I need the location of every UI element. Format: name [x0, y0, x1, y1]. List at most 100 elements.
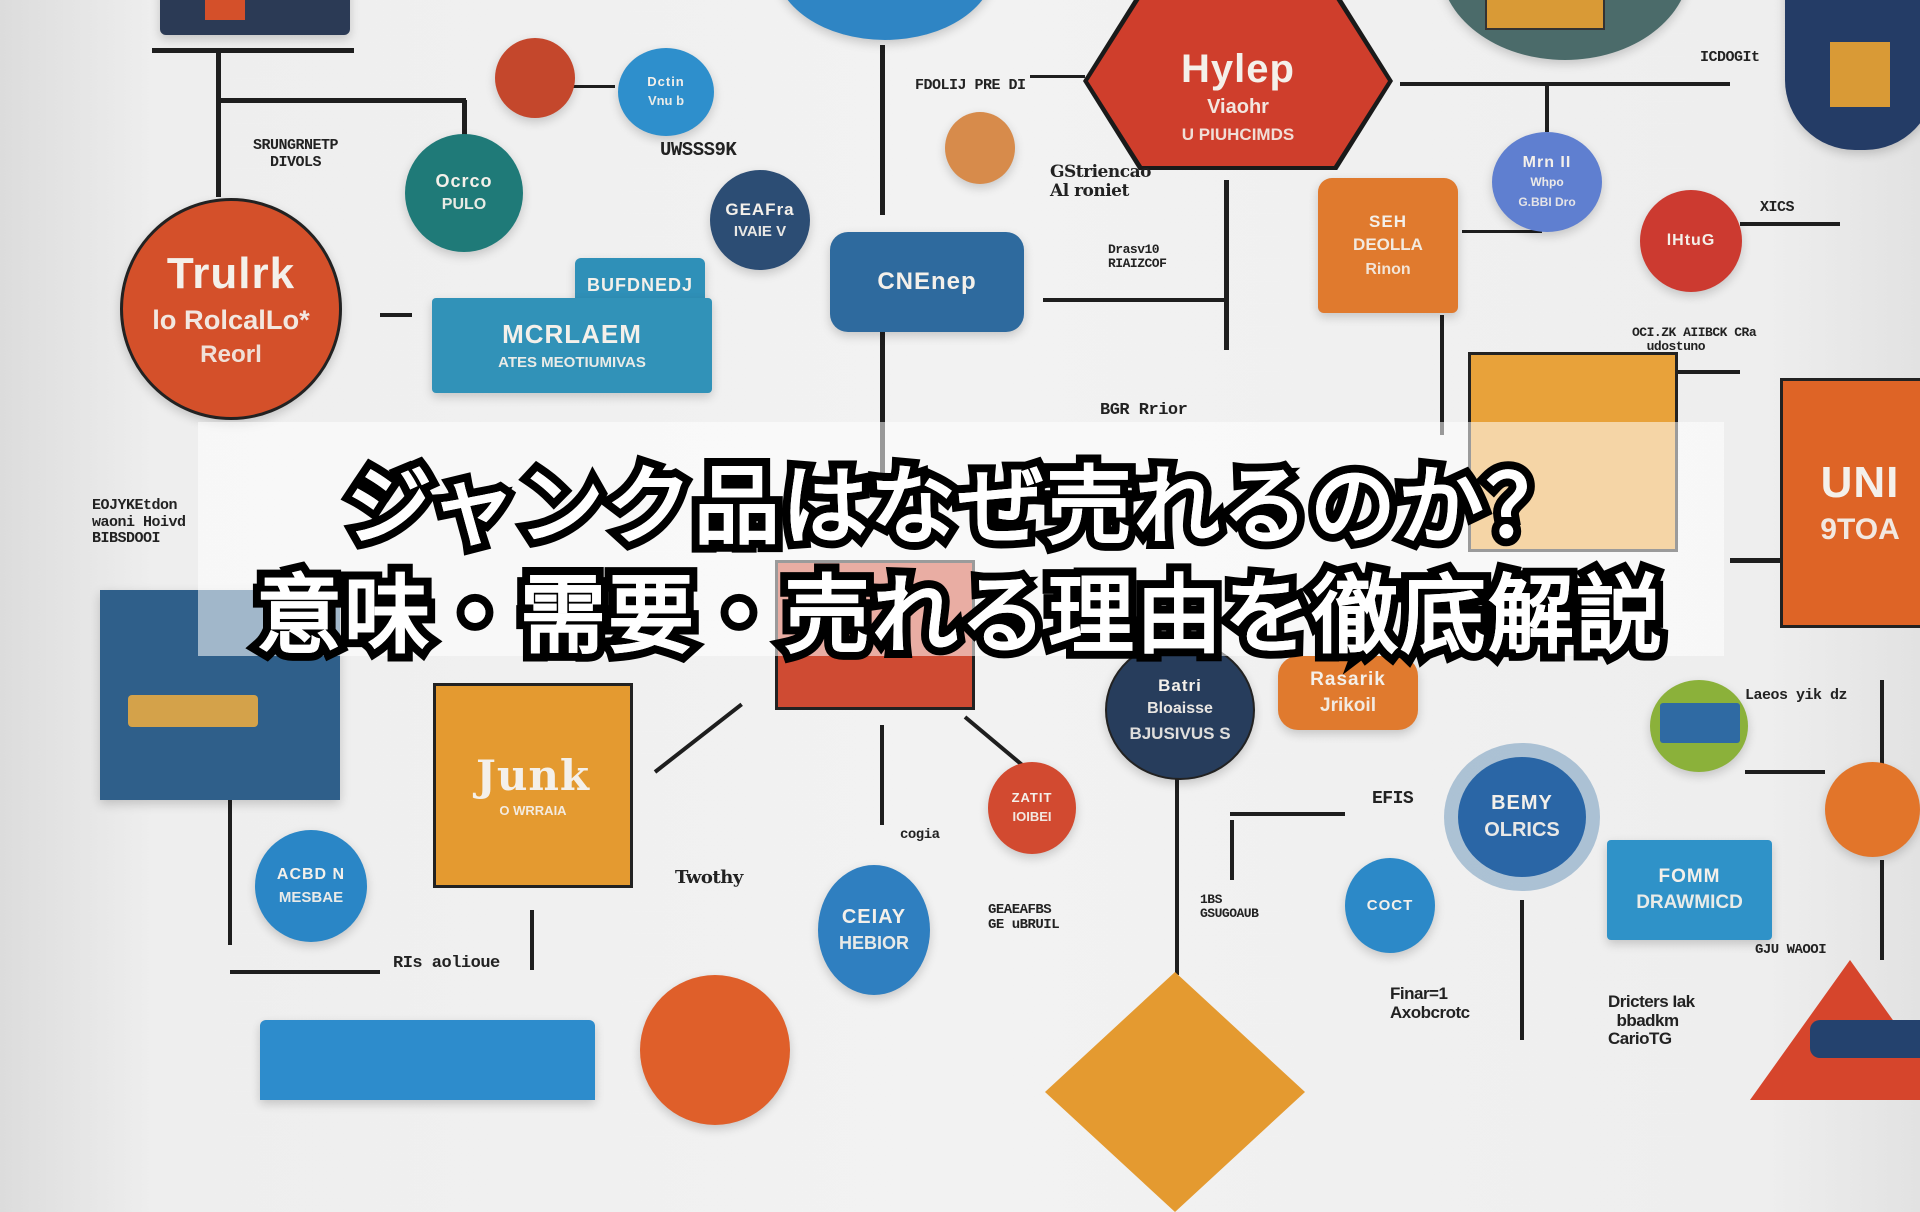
hexagon-top-node: Hylep Viaohr U PIUHCIMDS: [1088, 0, 1388, 166]
rasoik-box-node: Rasarik Jrikoil: [1278, 656, 1418, 730]
connector-line: [880, 45, 885, 215]
connector-line: [1462, 230, 1542, 233]
node-caption: Rinon: [1365, 260, 1411, 278]
junk-box-node: Junk O WRRAIA: [433, 683, 633, 888]
node-caption: U PIUHCIMDS: [1181, 124, 1295, 144]
node-title: GEAFra: [725, 199, 795, 219]
node-title: Rasarik: [1310, 669, 1386, 691]
diagram-label: Finar=1 Axobcrotc: [1390, 984, 1470, 1022]
diagram-label: OCI.ZK AIIBCK CRa udostuno: [1632, 325, 1757, 355]
connector-line: [1880, 860, 1884, 960]
connector-line: [1880, 680, 1884, 800]
navy-circle-left-node: GEAFra IVAIE V: [710, 170, 810, 270]
diagram-label: GJU WAOOI: [1755, 942, 1827, 958]
node-subtitle: Whpo: [1530, 175, 1564, 190]
node-title: SEH: [1369, 211, 1407, 231]
node-title: Ocrco: [435, 171, 493, 192]
diagram-label: Laeos yik dz: [1745, 687, 1848, 704]
bemy-circle-node: BEMY OLRICS: [1458, 757, 1586, 877]
connector-line: [1730, 558, 1780, 563]
node-caption: BJUSIVUS S: [1129, 724, 1231, 744]
diagram-label: SRUNGRNETP DIVOLS: [253, 137, 339, 171]
node-title: CNEnep: [877, 268, 977, 296]
node-subtitle: HEBIOR: [838, 933, 909, 954]
green-circle-inner: [1660, 703, 1740, 743]
node-subtitle: Bloaisse: [1147, 699, 1213, 717]
shield-top-right-box: [1830, 42, 1890, 107]
connector-line: [216, 52, 221, 197]
node-title: lHtuG: [1666, 231, 1716, 249]
partial-box-top-left: [160, 0, 350, 35]
navy-bar-bottom-right: [1810, 1020, 1920, 1058]
connector-line: [152, 48, 354, 53]
diagram-label: cogia: [900, 827, 940, 843]
node-title: CEIAY: [841, 906, 907, 929]
node-subtitle: IVAIE V: [733, 223, 787, 241]
amber-diamond-bottom: [1045, 972, 1305, 1212]
diagram-label: Dricters Iak bbadkm CarioTG: [1608, 992, 1695, 1049]
connector-line: [880, 725, 884, 825]
title-band: [198, 422, 1724, 656]
node-title: Mrn II: [1522, 154, 1572, 171]
red-circle-small-node: ZATIT IOIBEI: [988, 762, 1076, 854]
diagram-label: 1BS GSUGOAUB: [1200, 892, 1259, 922]
mcrlaem-box-node: MCRLAEM ATES MEOTIUMIVAS: [432, 298, 712, 393]
teal-circle-node: Ocrco PULO: [405, 134, 523, 252]
blue-circle-center-bottom-node: CEIAY HEBIOR: [818, 865, 930, 995]
node-subtitle: Jrikoil: [1320, 695, 1376, 716]
diagram-label: FDOLIJ PRE DI: [915, 77, 1026, 94]
node-caption: G.BBI Dro: [1518, 195, 1576, 210]
node-title: UNI: [1820, 458, 1900, 508]
connector-line: [1400, 82, 1730, 86]
connector-line: [1230, 812, 1345, 816]
node-title: Trulrk: [166, 249, 296, 299]
node-title: BEMY: [1491, 792, 1553, 814]
connector-line: [216, 98, 466, 103]
node-title: MCRLAEM: [502, 318, 642, 349]
node-subtitle: MESBAE: [278, 888, 344, 906]
periwinkle-circle-node: Mrn II Whpo G.BBI Dro: [1492, 132, 1602, 232]
node-subtitle: PULO: [441, 196, 487, 214]
connector-line: [1520, 900, 1524, 1040]
blue-box-left-inner: [128, 695, 258, 727]
blue-box-bottom-left: [260, 1020, 595, 1100]
node-title: Junk: [475, 750, 591, 800]
connector-line: [1175, 775, 1179, 975]
node-title: Batri: [1158, 676, 1202, 696]
connector-line: [1224, 180, 1229, 350]
connector-line: [530, 910, 534, 970]
diagram-label: BGR Rrior: [1100, 401, 1188, 420]
diagram-label: EFIS: [1372, 789, 1414, 809]
diagram-label: ICDOGIt: [1700, 49, 1760, 66]
partial-circle-top: [775, 0, 995, 40]
node-title: FOMM: [1658, 866, 1721, 888]
red-circle-right-node: lHtuG: [1640, 190, 1742, 292]
diagram-label: Drasv10 RIAIZCOF: [1108, 242, 1167, 272]
diagram-label: EOJYKEtdon waoni Hoivd BIBSDOOI: [92, 497, 186, 547]
partial-circle-top-right-box: [1485, 0, 1605, 30]
node-title: ZATIT: [1011, 790, 1053, 806]
connector-line: [1230, 820, 1234, 880]
connector-line: [1030, 75, 1085, 78]
diagram-label: RIs aolioue: [393, 954, 500, 973]
node-subtitle: Viaohr: [1207, 95, 1269, 118]
cnenep-box-node: CNEnep: [830, 232, 1024, 332]
node-subtitle: IOIBEI: [1012, 809, 1052, 824]
node-title: Hylep: [1181, 46, 1295, 91]
connector-line: [1440, 315, 1444, 435]
diagram-label: GEAEAFBS GE uBRUIL: [988, 902, 1060, 934]
partial-box-top-left-accent: [205, 0, 245, 20]
connector-line: [1545, 82, 1549, 132]
connector-line: [380, 313, 412, 317]
connector-line: [228, 780, 232, 945]
orange-circle-bottom: [640, 975, 790, 1125]
connector-line: [462, 100, 467, 140]
connector-line: [230, 970, 380, 974]
node-subtitle: DEOLLA: [1353, 235, 1423, 255]
node-caption: Reorl: [200, 341, 262, 369]
trunk-circle-node: Trulrk lo RolcalLo* Reorl: [120, 198, 342, 420]
small-blue-circle-bottom-node: COCT: [1345, 858, 1435, 953]
node-subtitle: DRAWMICD: [1636, 892, 1743, 913]
node-subtitle: lo RolcalLo*: [152, 303, 310, 335]
form-box-node: FOMM DRAWMICD: [1607, 840, 1772, 940]
